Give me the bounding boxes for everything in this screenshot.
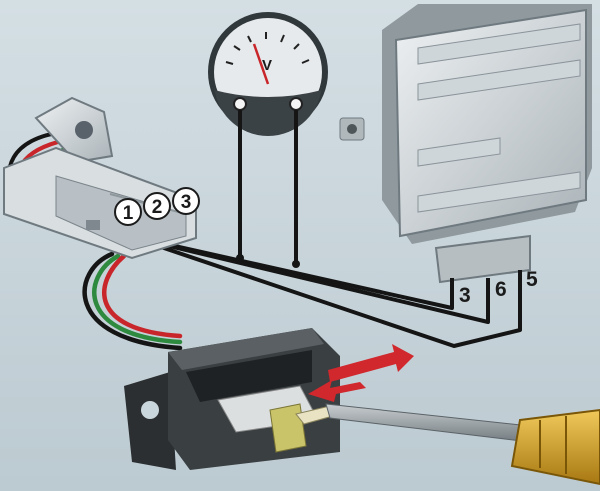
- meter-scale: [225, 32, 310, 65]
- sensor-blade: [269, 403, 307, 453]
- screwdriver: [295, 403, 600, 486]
- pin-3-marker: [172, 187, 200, 215]
- screwdriver-handle: [510, 408, 600, 486]
- module-socket: [434, 234, 531, 284]
- meter-unit-label: V: [262, 57, 272, 74]
- hall-sensor: [124, 328, 340, 470]
- probe-junction: [292, 260, 300, 268]
- pin-2-marker: [143, 192, 171, 220]
- module-terminal-labels: 3 6 5: [459, 268, 538, 307]
- meter-needle: [252, 43, 270, 85]
- terminal-6-label: 6: [495, 278, 507, 301]
- mounting-hole: [347, 124, 357, 134]
- control-module: [339, 4, 592, 284]
- pin-1-marker: [114, 198, 142, 226]
- terminal-5-label: 5: [526, 268, 538, 291]
- probe-junction: [236, 254, 244, 262]
- arrow-left: [308, 380, 366, 402]
- voltmeter: V: [208, 12, 328, 136]
- pin-1-label: 1: [123, 203, 134, 224]
- terminal-3-label: 3: [459, 284, 471, 307]
- sensor-mount-hole: [141, 401, 159, 419]
- movement-arrows: [308, 344, 414, 402]
- connector-hole: [75, 121, 93, 139]
- meter-terminal: [233, 97, 247, 111]
- sensor-wires: [82, 251, 183, 351]
- pin-2-label: 2: [152, 197, 163, 218]
- pin-3-label: 3: [181, 192, 192, 213]
- meter-terminal: [289, 97, 303, 111]
- arrow-right: [328, 344, 414, 382]
- connector-pin-labels: 1 2 3: [114, 187, 200, 226]
- meter-probe-wires: [238, 110, 298, 262]
